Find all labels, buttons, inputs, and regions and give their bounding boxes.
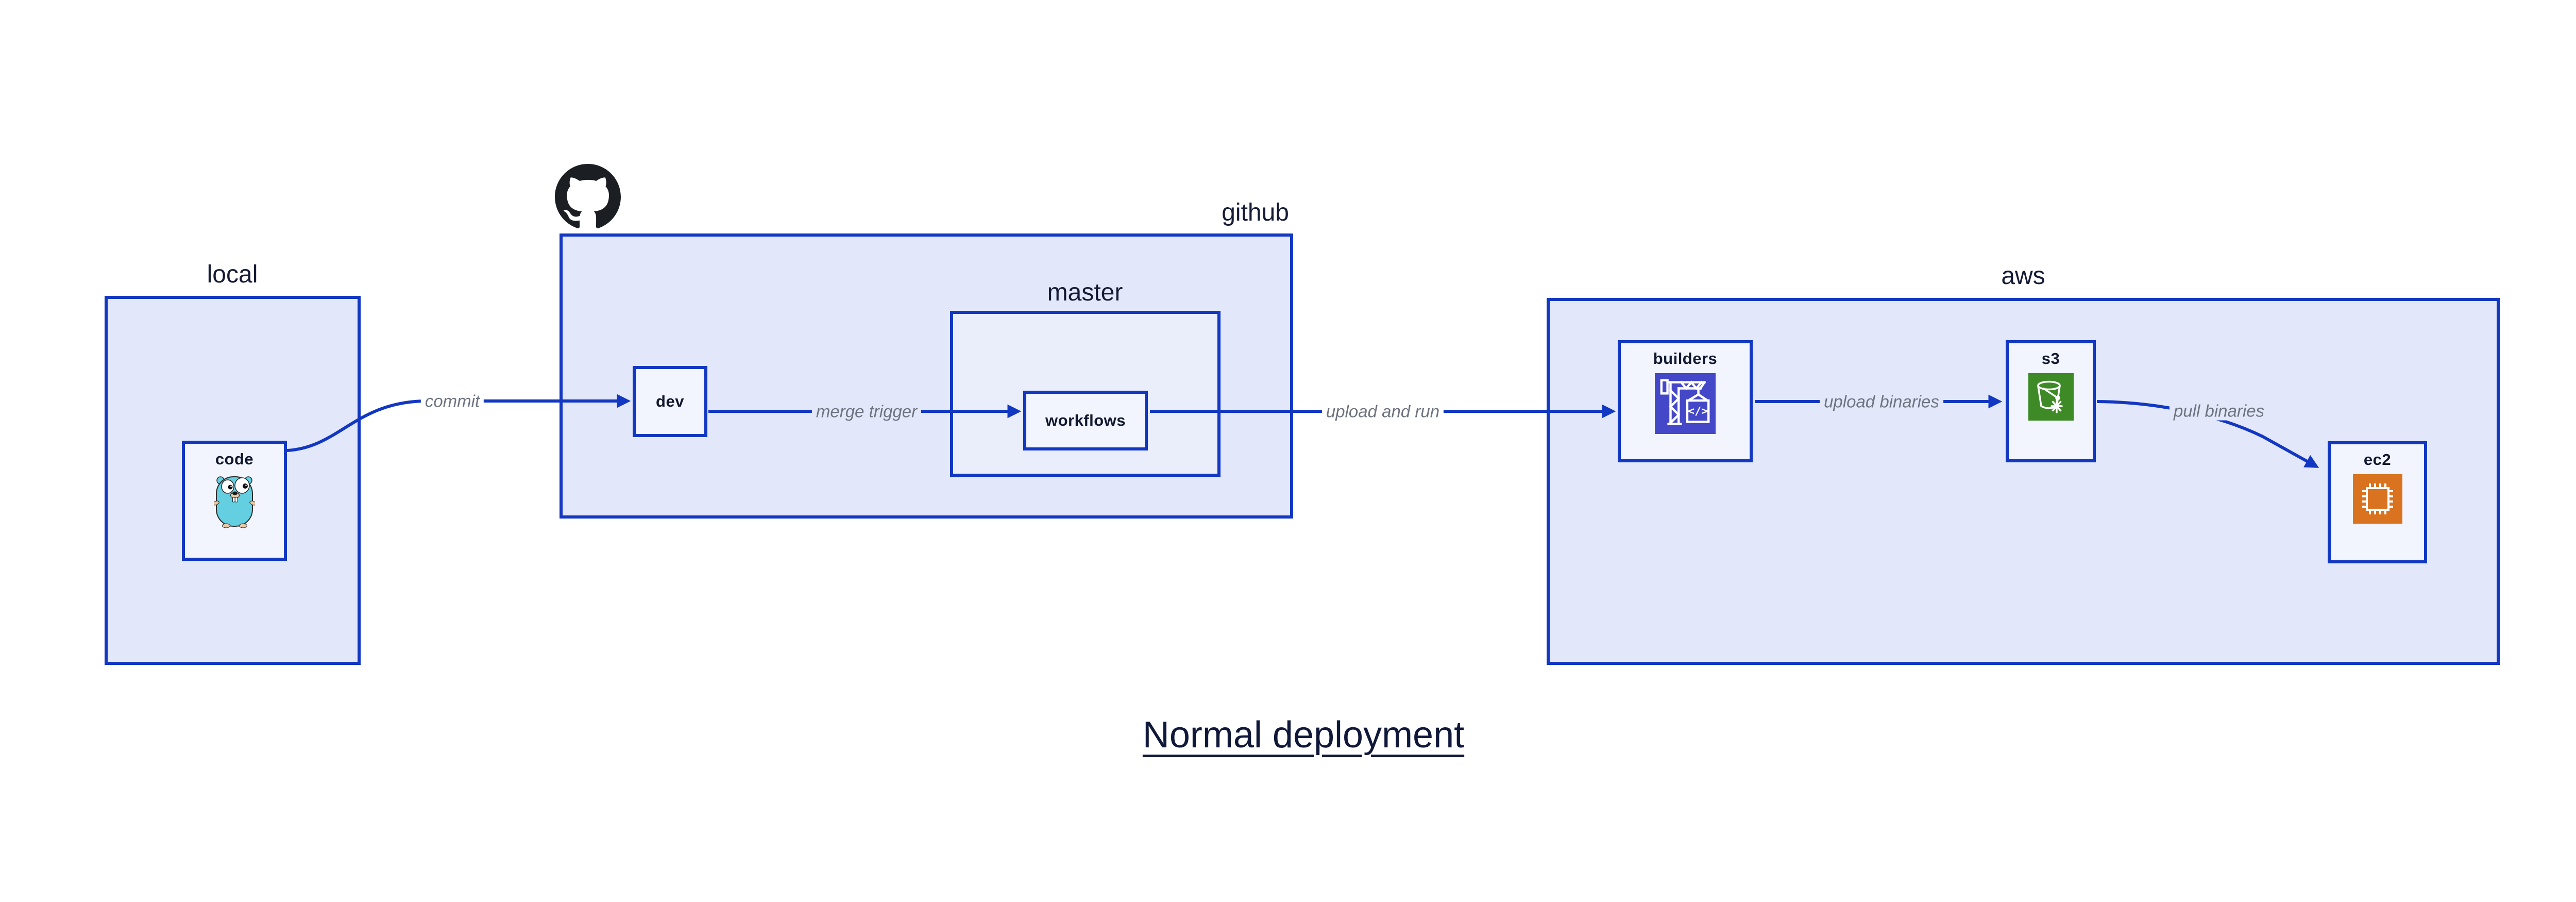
github-group-label: github: [1222, 199, 1289, 226]
aws-s3-glacier-icon: [2028, 373, 2074, 423]
edge-label-commit: commit: [420, 391, 484, 411]
svg-text:</>: </>: [1688, 405, 1708, 418]
aws-codebuild-icon: </>: [1655, 373, 1716, 437]
node-s3: s3: [2006, 340, 2096, 462]
node-code-label: code: [215, 450, 254, 468]
edge-label-pull-binaries: pull binaries: [2169, 401, 2269, 421]
go-gopher-icon: [212, 474, 257, 531]
node-builders-label: builders: [1653, 349, 1718, 368]
node-dev-label: dev: [656, 392, 684, 410]
edge-label-upload-and-run: upload and run: [1321, 402, 1444, 421]
aws-ec2-icon: [2352, 474, 2402, 526]
node-ec2: ec2: [2328, 441, 2427, 563]
edge-label-merge-trigger: merge trigger: [811, 402, 922, 421]
master-group-label: master: [1047, 279, 1123, 306]
node-dev: dev: [633, 366, 707, 437]
node-code: code: [182, 441, 287, 561]
node-workflows-label: workflows: [1045, 411, 1126, 429]
node-workflows: workflows: [1023, 391, 1148, 450]
github-octocat-icon: [555, 164, 621, 230]
node-builders: builders <: [1618, 340, 1753, 462]
local-group-label: local: [207, 261, 258, 288]
node-s3-label: s3: [2041, 349, 2060, 368]
diagram-title: Normal deployment: [1142, 714, 1465, 756]
aws-group-label: aws: [2001, 262, 2045, 290]
node-ec2-label: ec2: [2363, 450, 2392, 469]
edge-label-upload-binaries: upload binaries: [1820, 392, 1943, 411]
